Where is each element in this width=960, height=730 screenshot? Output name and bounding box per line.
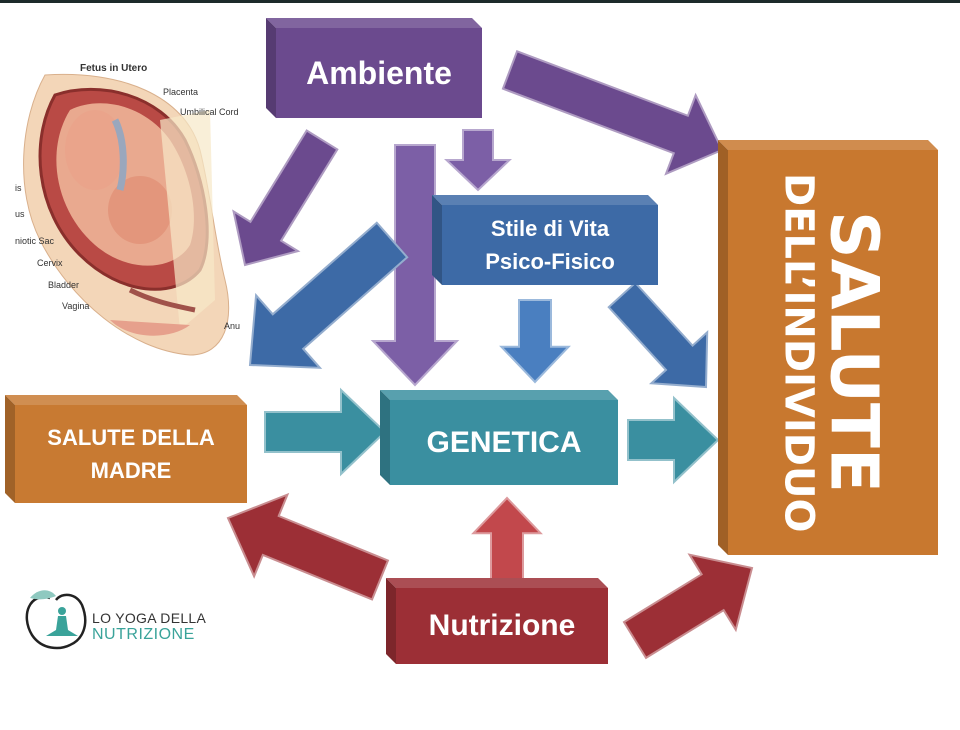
arrow-8: [264, 387, 387, 477]
nutrizione-box-top: [386, 578, 608, 588]
arrow-6: [499, 299, 571, 384]
nutrizione-label: Nutrizione: [428, 609, 576, 642]
individuo-label: SALUTE DELL’INDIVIDUO: [775, 172, 893, 533]
logo: Lo Yoga della Nutrizione: [22, 582, 222, 652]
genetica-box-face: [390, 400, 618, 485]
ambiente-box-top: [266, 18, 482, 28]
nutrizione-box-side: [386, 578, 396, 664]
ambiente-label: Ambiente: [306, 54, 452, 91]
box-stile-di-vita: Stile di Vita Psico-Fisico: [442, 205, 658, 285]
box-salute-individuo: SALUTE DELL’INDIVIDUO: [728, 150, 938, 555]
arrow-9: [627, 395, 720, 485]
arrow-10: [471, 496, 543, 584]
genetica-box-side: [380, 390, 390, 485]
stile-box-face: [442, 205, 658, 285]
illustration-title: Fetus in Utero: [80, 63, 148, 74]
individuo-label-line2: DELL’INDIVIDUO: [775, 172, 822, 533]
logo-line2: Nutrizione: [92, 626, 195, 643]
madre-box-face: [15, 405, 247, 503]
madre-box-side: [5, 395, 15, 503]
box-ambiente: Ambiente: [276, 28, 482, 118]
logo-mark: [25, 590, 87, 650]
arrow-3: [370, 144, 460, 387]
arrow-7: [607, 281, 709, 389]
individuo-box-side: [718, 140, 728, 555]
label-cervix: Cervix: [37, 258, 63, 268]
genetica-box-top: [380, 390, 618, 400]
madre-label-line1: SALUTE DELLA: [47, 425, 215, 450]
ambiente-box-side: [266, 18, 276, 118]
stile-box-side: [432, 195, 442, 285]
label-uterus: us: [15, 209, 25, 219]
arrow-5: [248, 221, 409, 369]
box-faces-layer: [5, 18, 938, 664]
label-placenta: Placenta: [163, 87, 199, 97]
box-salute-madre: SALUTE DELLA MADRE: [15, 405, 247, 503]
madre-box-top: [5, 395, 247, 405]
fetus-illustration: [23, 73, 230, 356]
logo-line1: Lo Yoga della: [92, 610, 207, 626]
individuo-label-line1: SALUTE: [815, 211, 893, 494]
box-genetica: GENETICA: [390, 400, 618, 485]
individuo-box-face: [728, 150, 938, 555]
genetica-label: GENETICA: [426, 425, 582, 459]
label-vagina: Vagina: [62, 301, 90, 311]
arrows-layer: [226, 49, 754, 660]
stile-label-line1: Stile di Vita: [490, 216, 610, 241]
individuo-box-top: [718, 140, 938, 150]
label-bladder: Bladder: [48, 280, 80, 290]
nutrizione-box-face: [396, 588, 608, 664]
stile-label-line2: Psico-Fisico: [485, 249, 615, 274]
label-amniotic-sac: niotic Sac: [15, 236, 55, 246]
ambiente-box-face: [276, 28, 482, 118]
arrow-11: [226, 492, 390, 601]
label-anus: Anu: [224, 321, 241, 331]
arrow-12: [622, 553, 754, 660]
stile-box-top: [432, 195, 658, 205]
label-umbilical-cord: Umbilical Cord: [180, 107, 239, 117]
top-edge-bar: [0, 0, 960, 3]
madre-label-line2: MADRE: [90, 458, 172, 483]
arrow-4: [444, 129, 512, 192]
arrow-2: [232, 129, 339, 267]
label-fetus: is: [15, 183, 22, 193]
arrow-1: [501, 49, 724, 176]
box-nutrizione: Nutrizione: [396, 588, 608, 664]
